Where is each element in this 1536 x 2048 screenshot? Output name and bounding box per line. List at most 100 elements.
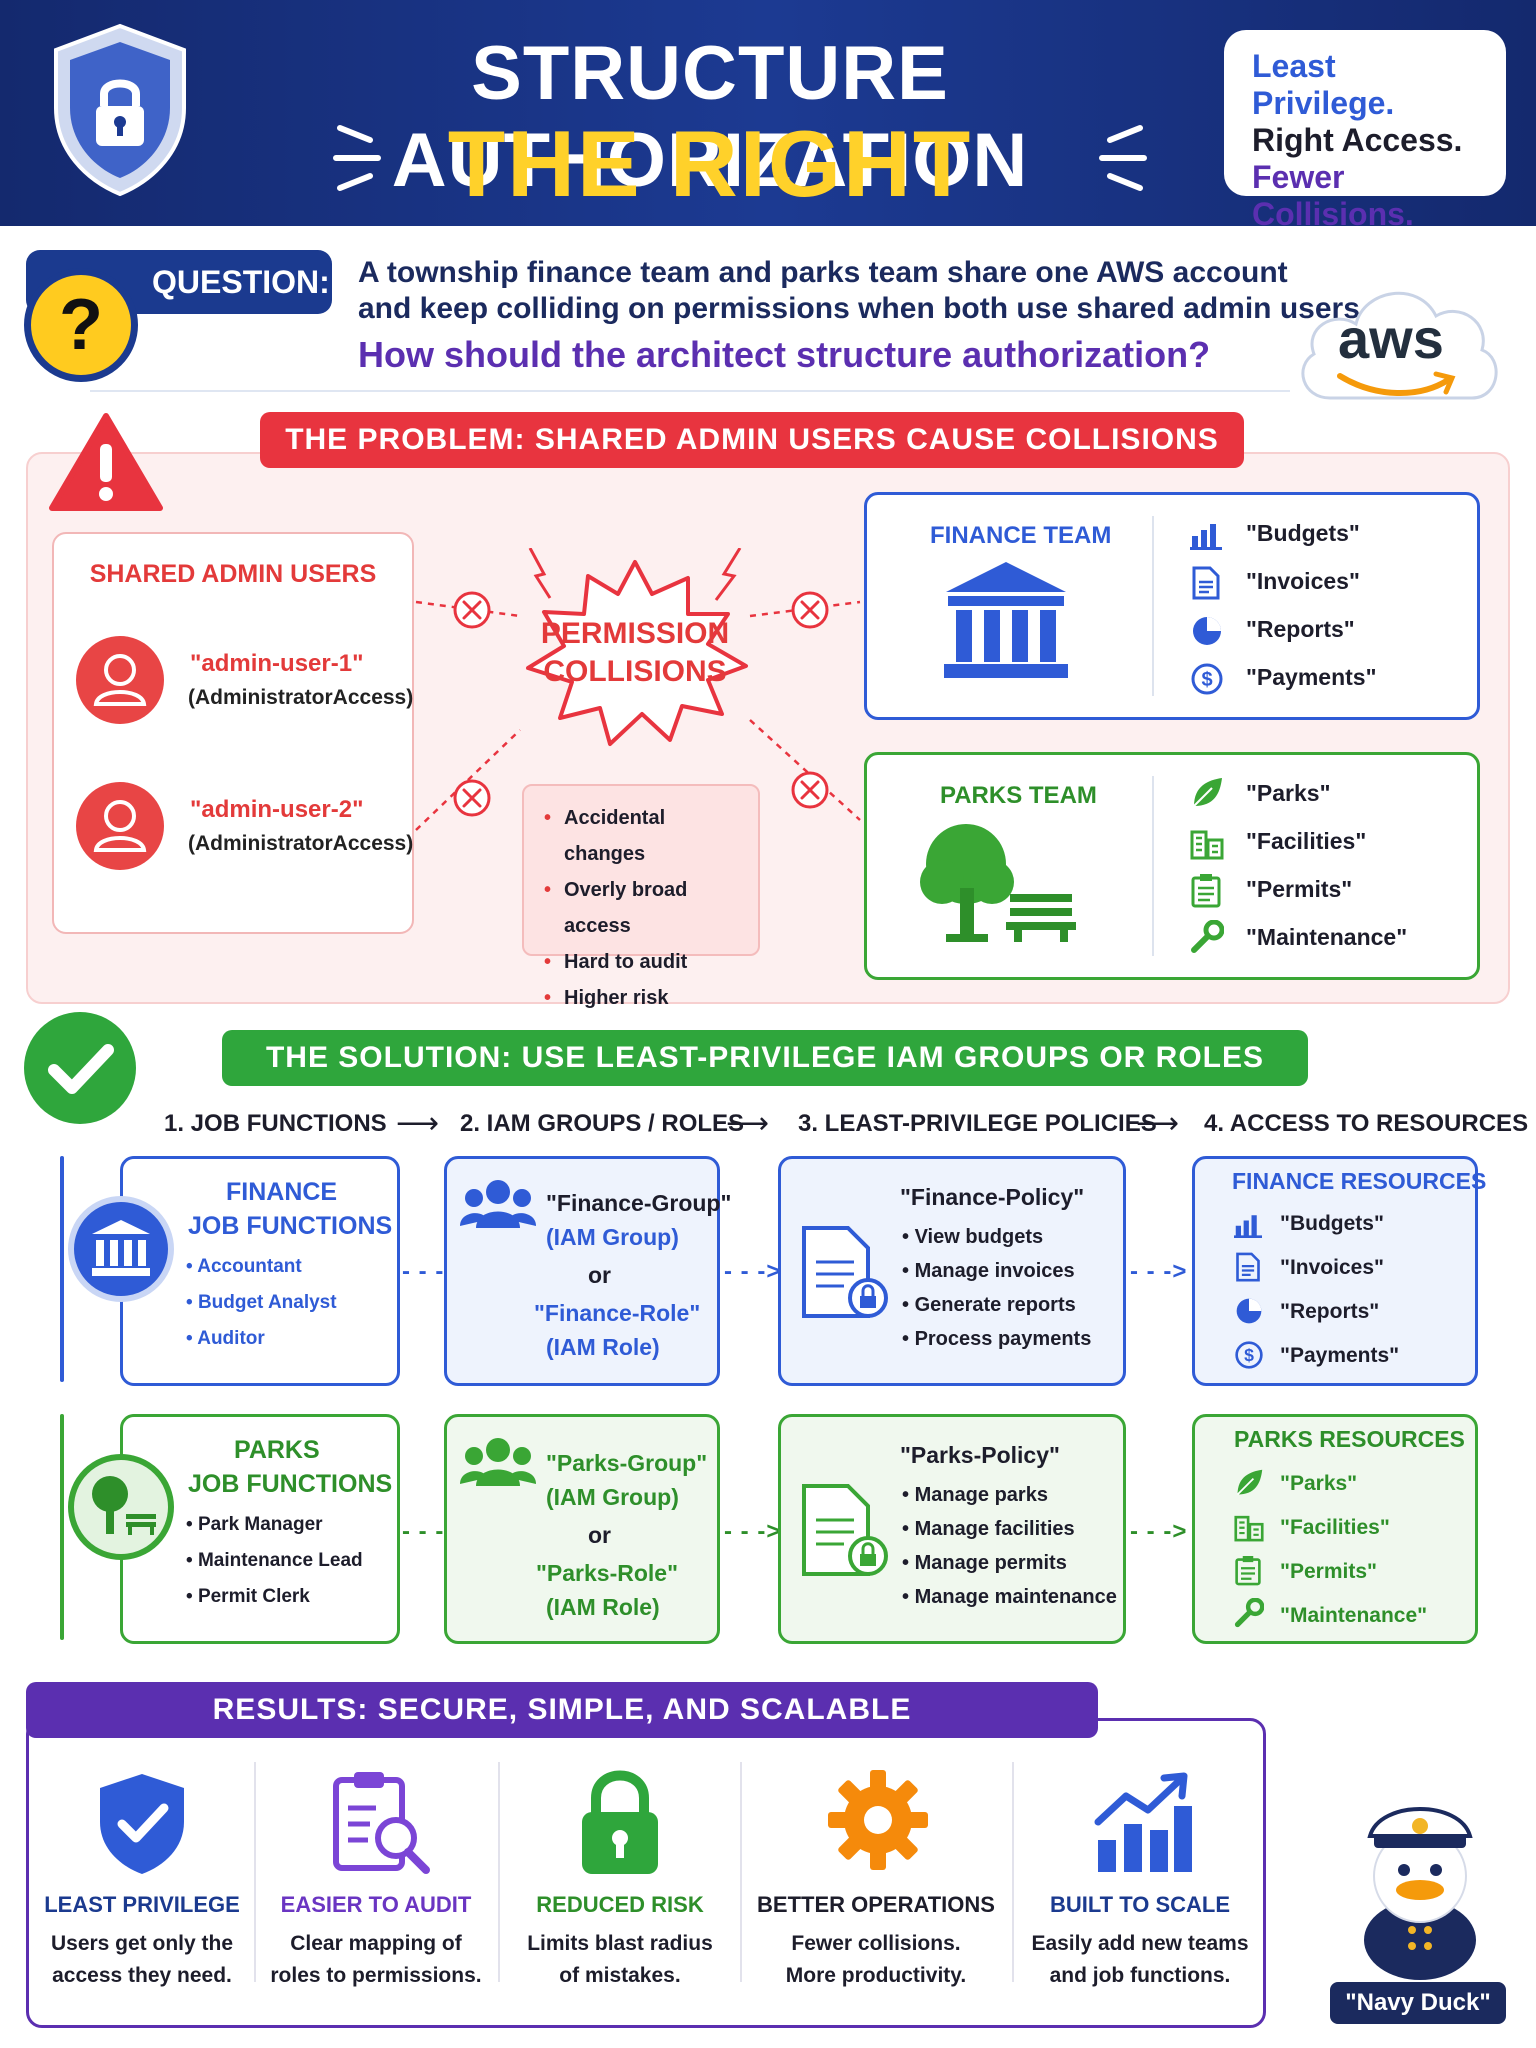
finance-flow-arrow: - - -> — [1130, 1258, 1188, 1285]
finance-function-item: • Auditor — [186, 1328, 265, 1349]
policy-document-lock-icon — [802, 1226, 888, 1318]
step-arrow: ⟶ — [396, 1107, 440, 1140]
leaf-icon — [1193, 778, 1222, 807]
parks-resources-card — [1192, 1414, 1478, 1644]
finance-function-item: • Budget Analyst — [186, 1292, 337, 1313]
tree-bench-icon — [92, 1476, 156, 1535]
pie-chart-icon — [1236, 1298, 1262, 1324]
collision-line2: COLLISIONS — [543, 655, 727, 688]
padlock-icon — [582, 1770, 658, 1874]
finance-team-item-budgets: "Budgets" — [1246, 520, 1360, 546]
risk-item: Hard to audit — [544, 944, 738, 980]
navy-duck-mascot-icon — [1364, 1807, 1476, 1980]
tree-bench-icon — [920, 824, 1076, 942]
result-better-operations-desc: Fewer collisions.More productivity. — [785, 1932, 967, 1987]
parks-functions-title2: JOB FUNCTIONS — [188, 1470, 393, 1498]
question-line1: A township finance team and parks team s… — [358, 256, 1288, 289]
solution-banner: THE SOLUTION: USE LEAST-PRIVILEGE IAM GR… — [222, 1030, 1308, 1086]
risk-item: Higher risk — [544, 980, 738, 1016]
tagline-line1: Least Privilege. — [1252, 48, 1395, 121]
aws-logo-text: aws — [1338, 307, 1444, 370]
audit-clipboard-magnifier-icon — [333, 1772, 430, 1874]
finance-policy-item: • Process payments — [902, 1328, 1092, 1350]
checkmark-icon — [24, 1012, 136, 1124]
parks-function-item: • Permit Clerk — [186, 1586, 310, 1607]
parks-resource-maintenance: "Maintenance" — [1280, 1604, 1428, 1627]
collision-connectors — [415, 591, 861, 831]
parks-team-item-facilities: "Facilities" — [1246, 828, 1367, 854]
finance-team-item-invoices: "Invoices" — [1246, 568, 1360, 594]
finance-team-item-payments: "Payments" — [1246, 664, 1377, 690]
parks-policy-title: "Parks-Policy" — [900, 1442, 1060, 1468]
question-label: QUESTION: — [152, 264, 330, 300]
header-title-line2: THE RIGHT WAY — [447, 111, 973, 226]
finance-team-divider — [1152, 516, 1154, 696]
clipboard-icon — [1191, 874, 1221, 908]
result-least-privilege-title: LEAST PRIVILEGE — [44, 1892, 240, 1917]
finance-resources-title: FINANCE RESOURCES — [1232, 1168, 1487, 1194]
parks-flow-arrow: - - -> — [1130, 1518, 1188, 1545]
wrench-icon — [1191, 920, 1224, 953]
finance-resource-budgets: "Budgets" — [1280, 1212, 1384, 1235]
question-mark-icon: ? — [24, 268, 138, 382]
pie-chart-icon — [1193, 617, 1221, 645]
results-banner: RESULTS: SECURE, SIMPLE, AND SCALABLE — [26, 1682, 1098, 1738]
admin-user-1-name: "admin-user-1" — [190, 650, 364, 677]
admin-user-2-avatar — [76, 782, 164, 870]
parks-team-item-parks: "Parks" — [1246, 780, 1331, 806]
shared-admin-users-title: SHARED ADMIN USERS — [89, 560, 377, 588]
result-reduced-risk-title: REDUCED RISK — [536, 1892, 704, 1917]
finance-functions-title1: FINANCE — [226, 1178, 338, 1206]
user-group-icon — [460, 1180, 536, 1228]
finance-resource-invoices: "Invoices" — [1280, 1256, 1384, 1279]
clipboard-icon — [1235, 1556, 1261, 1586]
bank-building-icon — [92, 1220, 150, 1276]
parks-group-type: (IAM Group) — [546, 1484, 679, 1510]
question-divider — [90, 390, 1290, 392]
document-icon — [1192, 566, 1220, 600]
wrench-icon — [1234, 1598, 1264, 1628]
bank-building-icon — [944, 562, 1068, 678]
parks-team-item-permits: "Permits" — [1246, 876, 1353, 902]
problem-banner: THE PROBLEM: SHARED ADMIN USERS CAUSE CO… — [260, 412, 1244, 468]
user-icon — [93, 800, 147, 852]
step-arrow: ⟶ — [1136, 1107, 1180, 1140]
shield-lock-icon — [54, 23, 186, 197]
parks-resource-parks: "Parks" — [1280, 1472, 1358, 1495]
permission-collisions-label: PERMISSION COLLISIONS — [520, 615, 750, 691]
parks-team-title: PARKS TEAM — [940, 782, 1097, 809]
parks-team-divider — [1152, 776, 1154, 956]
finance-role-name: "Finance-Role" — [534, 1300, 701, 1326]
finance-resource-payments: "Payments" — [1280, 1344, 1400, 1367]
svg-text:$: $ — [1201, 669, 1212, 691]
results-divider — [740, 1762, 742, 1982]
admin-user-1-role: (AdministratorAccess) — [188, 686, 414, 709]
parks-function-item: • Maintenance Lead — [186, 1550, 363, 1571]
dollar-coin-icon: $ — [1235, 1341, 1263, 1369]
collision-line1: PERMISSION — [540, 617, 730, 650]
policy-document-lock-icon — [802, 1484, 888, 1576]
parks-or-label: or — [588, 1522, 611, 1548]
tagline-bubble: Least Privilege. Right Access. Fewer Col… — [1224, 30, 1506, 226]
svg-text:$: $ — [1244, 1345, 1254, 1365]
admin-user-2-role: (AdministratorAccess) — [188, 832, 414, 855]
parks-functions-title1: PARKS — [234, 1436, 320, 1464]
document-icon — [1236, 1252, 1260, 1282]
finance-group-type: (IAM Group) — [546, 1224, 679, 1250]
step-2-header: 2. IAM GROUPS / ROLES — [460, 1110, 745, 1137]
results-divider — [1012, 1762, 1014, 1982]
spark-lines-right-icon — [1099, 125, 1147, 191]
finance-group-name: "Finance-Group" — [546, 1190, 732, 1216]
result-easier-audit-title: EASIER TO AUDIT — [280, 1892, 472, 1917]
leaf-icon — [1236, 1469, 1263, 1496]
finance-policy-title: "Finance-Policy" — [900, 1184, 1085, 1210]
parks-policy-item: • Manage parks — [902, 1484, 1048, 1506]
parks-resource-facilities: "Facilities" — [1280, 1516, 1390, 1539]
finance-or-label: or — [588, 1262, 611, 1288]
finance-row-accent — [60, 1156, 64, 1382]
finance-function-item: • Accountant — [186, 1256, 302, 1277]
growth-chart-icon — [1094, 1772, 1192, 1872]
